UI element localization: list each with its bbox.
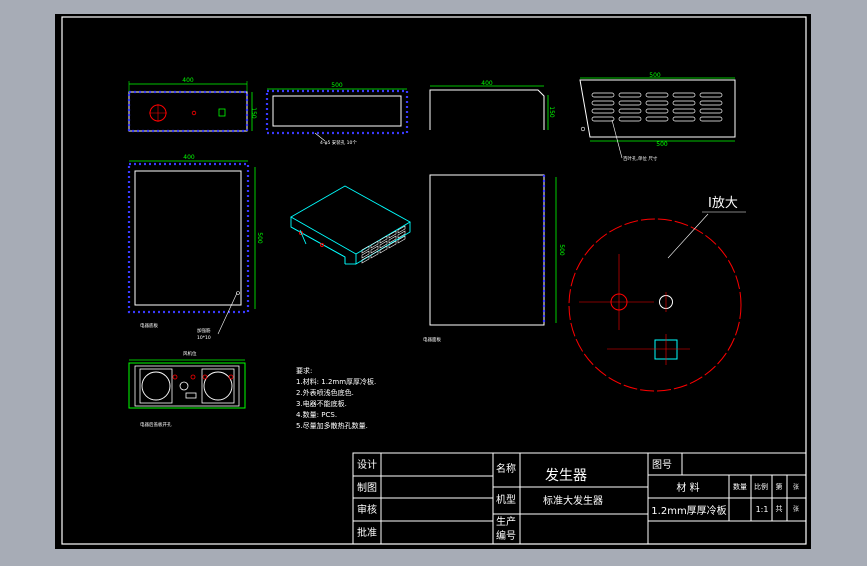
plan-view: 500 电器面板 (423, 174, 565, 343)
sheet-total-label: 共 (776, 504, 783, 513)
rear-top-width-label: 500 (649, 72, 661, 79)
requirement-line-3: 3.电器不能底板. (296, 399, 347, 408)
louver-slot (591, 108, 615, 114)
louver-slot (591, 92, 615, 98)
sheet-unit: 张 (793, 483, 799, 491)
iso-louver-slot (388, 235, 397, 244)
scale-label: 比例 (754, 482, 768, 491)
drawing-sheet (55, 14, 811, 549)
louver-slot (672, 108, 696, 114)
svg-text:10*10: 10*10 (197, 335, 211, 341)
louver-slot (645, 100, 669, 106)
detail-view-I: I放大 (568, 196, 746, 392)
louver-slot (618, 116, 642, 122)
side-view: 400 150 (429, 80, 555, 130)
bottom-hole-note: 加强筋 (197, 327, 211, 334)
iso-louver-slot (397, 230, 406, 239)
rear-view-note: 百叶孔,单位 尺寸 (623, 155, 658, 162)
requirements-notes: 要求: 1.材料: 1.2mm厚厚冷板. 2.外表喷浅色底色. 3.电器不能底板… (296, 366, 376, 430)
plan-view-caption: 电器面板 (423, 336, 441, 343)
prodno-label-2: 编号 (496, 529, 516, 542)
top-view-note: 4-φ5 安装孔 10个 (320, 139, 357, 146)
detail-magnify-label: I放大 (708, 196, 738, 211)
iso-louver-slot (388, 230, 397, 239)
louver-slot (672, 92, 696, 98)
louver-slot (672, 116, 696, 122)
requirement-line-4: 4.数量: PCS. (296, 410, 337, 419)
plan-height-label: 500 (558, 244, 565, 256)
review-label: 审核 (357, 503, 377, 516)
louver-slot (699, 116, 723, 122)
louver-slot (699, 92, 723, 98)
iso-louver-slot (397, 225, 406, 234)
qty-label: 数量 (733, 482, 747, 491)
bottom-width-label: 400 (183, 154, 195, 161)
scale-value: 1:1 (756, 505, 769, 514)
draw-label: 制图 (357, 481, 377, 494)
title-block (352, 452, 807, 545)
louver-grid (591, 92, 723, 122)
iso-louver-slot (388, 240, 397, 249)
bottom-view-caption: 电器底板 (140, 322, 158, 329)
louver-slot (591, 100, 615, 106)
iso-louver-slot (397, 235, 406, 244)
bottom-view: 400 500 加强筋 10*10 电器底板 (127, 154, 263, 341)
name-value: 发生器 (545, 468, 587, 484)
louver-slot (699, 100, 723, 106)
requirement-line-2: 2.外表喷浅色底色. (296, 388, 354, 397)
louver-slot (645, 116, 669, 122)
iso-louver-slot (379, 235, 388, 244)
iso-louver-slot (370, 245, 379, 254)
front-height-label: 150 (250, 107, 257, 119)
louver-slot (618, 100, 642, 106)
requirement-line-5: 5.尽量加多散热孔数量. (296, 421, 368, 430)
side-height-label: 150 (548, 106, 555, 118)
approve-label: 批准 (357, 526, 377, 539)
title-block-text: 设计 制图 审核 批准 名称 发生器 机型 标准大发生器 生产 编号 图号 材 … (357, 458, 799, 542)
iso-louver-slot (370, 250, 379, 259)
iso-louver-slot (379, 245, 388, 254)
prodno-label-1: 生产 (496, 515, 516, 528)
iso-louver-slot (379, 240, 388, 249)
louver-slot (591, 116, 615, 122)
iso-louver-grid (361, 225, 406, 264)
rear-panel-view: 风机位 电器后盖板开孔 (128, 350, 246, 428)
front-width-label: 400 (182, 77, 194, 84)
sheet-total-unit: 张 (793, 505, 799, 513)
louver-slot (618, 92, 642, 98)
drawing-no-label: 图号 (652, 459, 672, 471)
side-width-label: 400 (481, 80, 493, 87)
louver-slot (699, 108, 723, 114)
iso-louver-slot (361, 250, 370, 259)
name-label: 名称 (496, 462, 516, 475)
material-label: 材 料 (676, 481, 699, 494)
louver-slot (618, 108, 642, 114)
front-view: 400 150 (127, 77, 257, 133)
model-label: 机型 (496, 493, 516, 506)
bottom-height-label: 500 (256, 232, 263, 244)
requirements-title: 要求: (296, 366, 312, 375)
louver-slot (672, 100, 696, 106)
requirement-line-1: 1.材料: 1.2mm厚厚冷板. (296, 377, 376, 386)
isometric-view (290, 185, 411, 265)
top-view: 500 4-φ5 安装孔 10个 (265, 82, 409, 146)
sheet-label: 第 (776, 482, 783, 491)
iso-louver-slot (361, 255, 370, 264)
rear-bottom-width-label: 500 (656, 141, 668, 148)
model-value: 标准大发生器 (543, 494, 603, 507)
top-width-label: 500 (331, 82, 343, 89)
material-value: 1.2mm厚厚冷板 (651, 504, 726, 517)
louver-slot (645, 108, 669, 114)
iso-louver-slot (361, 245, 370, 254)
design-label: 设计 (357, 458, 377, 471)
rear-view: 500 500 百叶孔,单位 尺寸 (579, 72, 736, 162)
iso-louver-slot (370, 240, 379, 249)
rear-panel-note: 风机位 (183, 350, 197, 357)
louver-slot (645, 92, 669, 98)
rear-panel-caption: 电器后盖板开孔 (140, 421, 172, 428)
